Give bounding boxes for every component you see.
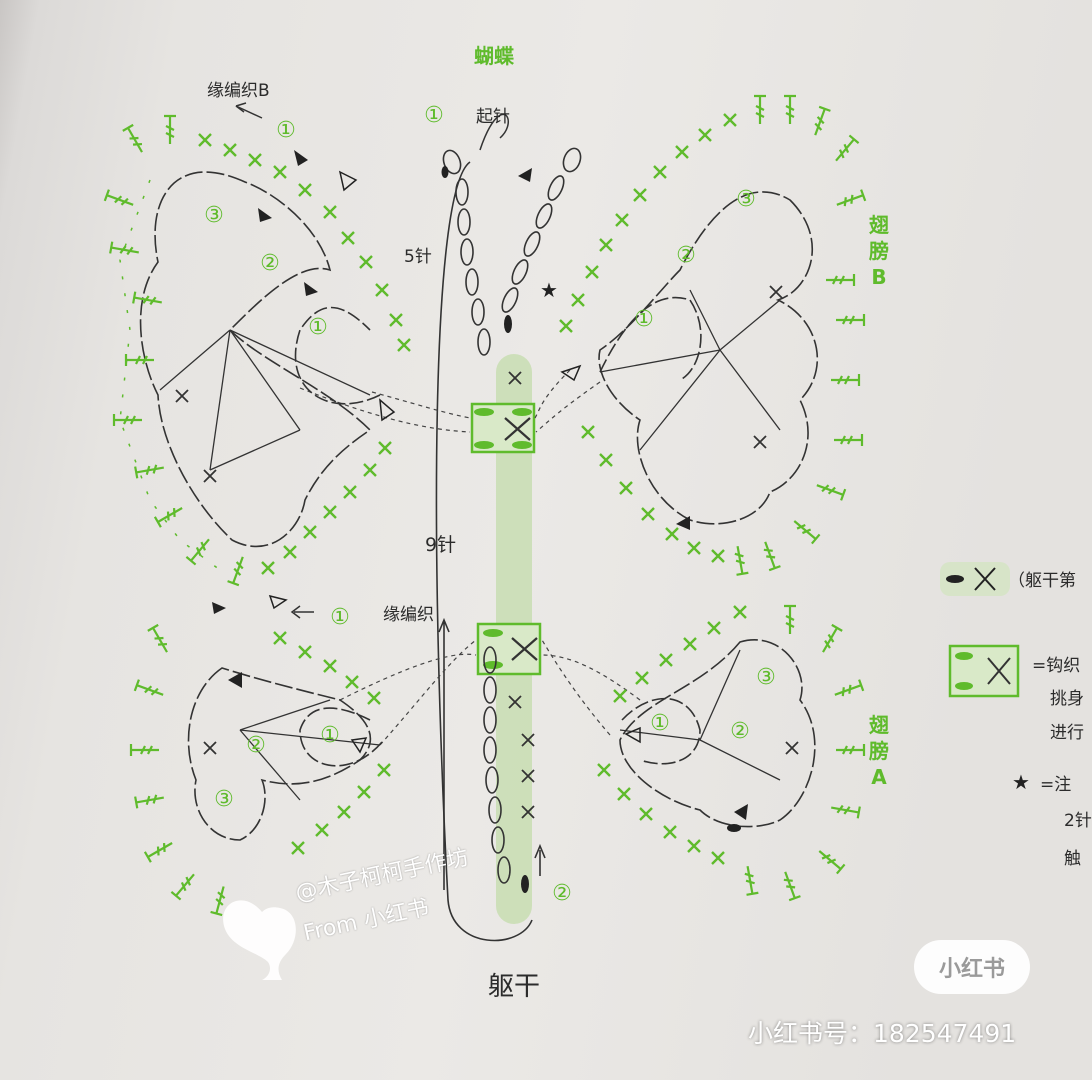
edge-label: 缘编织	[383, 605, 434, 625]
body-chain	[435, 147, 582, 942]
wing-b-label: 翅膀B	[869, 213, 889, 289]
diagram-title: 蝴蝶	[474, 44, 514, 68]
stitch-9-label: 9针	[425, 534, 457, 556]
svg-text:③: ③	[204, 203, 224, 228]
svg-text:①: ①	[424, 103, 444, 128]
edge-b-label: 缘编织B	[207, 81, 270, 101]
wing-a-label: 翅膀A	[869, 713, 889, 789]
legend-item3-line2: 2针	[1064, 811, 1092, 831]
legend-item2-line3: 进行	[1050, 723, 1084, 743]
svg-text:①: ①	[320, 723, 340, 748]
svg-text:①: ①	[650, 711, 670, 736]
legend-item2-line2: 挑身	[1050, 689, 1084, 709]
body-join-stitches	[474, 408, 538, 669]
svg-text:①: ①	[634, 307, 654, 332]
stitch-5-label: 5针	[404, 247, 432, 267]
legend-swatches	[940, 562, 1020, 698]
xiaohongshu-id: 小红书号：182547491	[748, 1019, 1017, 1048]
svg-text:②: ②	[246, 733, 266, 758]
svg-text:②: ②	[552, 881, 572, 906]
connector-lines	[299, 369, 641, 746]
start-label: 起针	[476, 107, 510, 127]
body-label: 躯干	[488, 972, 541, 1002]
round-markers: ① ③ ② ① ① ③ ② ① ① ① ② ③ ③ ① ② ②	[204, 103, 776, 906]
svg-text:②: ②	[260, 251, 280, 276]
legend-item2-line1: =钩织	[1032, 656, 1081, 676]
legend-item1: （躯干第	[1008, 571, 1076, 591]
star-icon: ★	[540, 278, 558, 302]
svg-text:③: ③	[214, 787, 234, 812]
svg-text:①: ①	[308, 315, 328, 340]
svg-text:②: ②	[730, 719, 750, 744]
lower-left-wing	[129, 594, 392, 917]
heart-icon	[223, 900, 296, 980]
svg-text:③: ③	[736, 187, 756, 212]
legend-item3-line3: 触	[1064, 849, 1081, 869]
upper-left-wing	[103, 102, 412, 587]
svg-text:②: ②	[676, 243, 696, 268]
svg-text:①: ①	[276, 118, 296, 143]
legend-star-icon: ★	[1012, 770, 1030, 794]
svg-text:③: ③	[756, 665, 776, 690]
svg-text:①: ①	[330, 605, 350, 630]
legend-item3-line1: =注	[1040, 775, 1072, 795]
xiaohongshu-badge: 小红书	[914, 940, 1030, 994]
lower-right-wing	[596, 604, 866, 902]
upper-right-wing	[518, 94, 867, 576]
